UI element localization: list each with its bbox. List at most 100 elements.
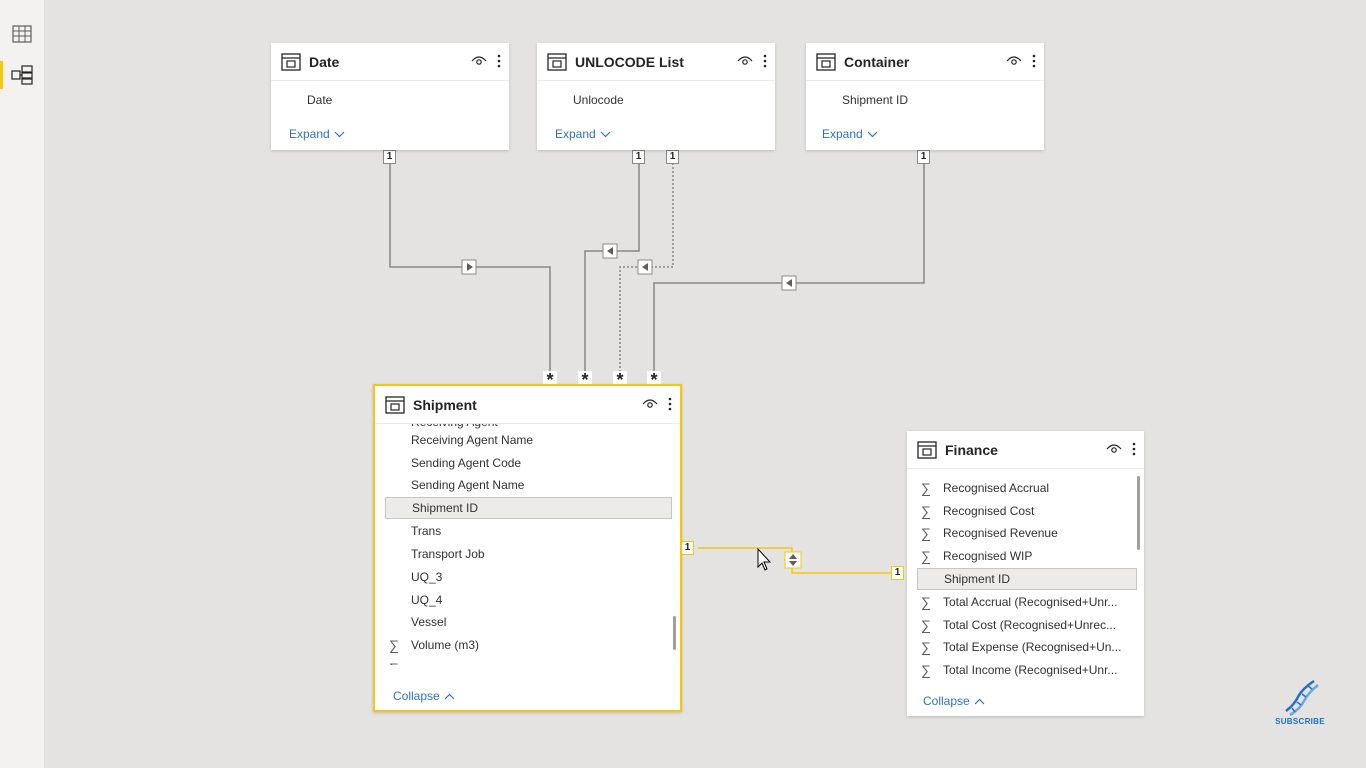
sigma-icon: ∑ [921, 503, 931, 519]
chevron-down-icon [334, 131, 345, 137]
table-header[interactable]: Shipment [375, 386, 680, 424]
table-title: Container [844, 53, 910, 70]
table-icon [385, 395, 405, 414]
field-transport-job[interactable]: Transport Job [411, 547, 485, 561]
field-recognised-wip[interactable]: ∑Recognised WIP [917, 545, 1137, 567]
chevron-down-icon [867, 131, 878, 137]
cardinality-many-4: * [647, 371, 661, 389]
relationship-container-shipment [653, 163, 925, 375]
view-rail [0, 0, 45, 768]
mouse-cursor [757, 547, 772, 571]
field-date[interactable]: Date [307, 93, 333, 107]
field-list[interactable]: Receiving Agent Receiving Agent Name Sen… [375, 424, 680, 680]
cardinality-one-finance: 1 [891, 566, 904, 580]
table-icon [816, 52, 836, 71]
sigma-icon: ∑ [921, 480, 931, 496]
model-view-icon [11, 65, 33, 85]
field-vessel[interactable]: Vessel [411, 615, 447, 629]
field-receiving-agent[interactable]: Receiving Agent [385, 424, 672, 433]
field-shipment-id[interactable]: Shipment ID [917, 568, 1137, 590]
expand-link[interactable]: Expand [289, 127, 345, 141]
field-recognised-cost[interactable]: ∑Recognised Cost [917, 500, 1137, 522]
chevron-down-icon [600, 131, 611, 137]
collapse-link[interactable]: Collapse [923, 694, 985, 708]
model-view-button[interactable] [0, 55, 44, 95]
subscribe-watermark: SUBSCRIBE [1275, 717, 1325, 726]
chevron-up-icon [444, 693, 455, 699]
table-title: Finance [945, 441, 998, 458]
relationship-unlocode-shipment-inactive [619, 163, 674, 375]
more-icon[interactable] [1132, 442, 1136, 456]
table-view-icon [12, 25, 32, 43]
cardinality-one-container: 1 [917, 150, 930, 164]
eye-icon[interactable] [737, 55, 753, 67]
eye-icon[interactable] [642, 398, 658, 410]
field-total-expense[interactable]: ∑Total Expense (Recognised+Un... [917, 636, 1127, 658]
table-card-finance[interactable]: Finance ∑Recognised Accrual ∑Recognised … [907, 431, 1144, 716]
cardinality-many-2: * [578, 371, 592, 389]
dna-icon [1285, 679, 1319, 717]
table-header[interactable]: Finance [907, 431, 1144, 469]
field-total-cost[interactable]: ∑Total Cost (Recognised+Unrec... [917, 614, 1127, 636]
field-receiving-agent-name[interactable]: Receiving Agent Name [411, 433, 534, 447]
chevron-up-icon [974, 698, 985, 704]
collapse-link[interactable]: Collapse [393, 689, 455, 703]
field-shipment-id[interactable]: Shipment ID [842, 93, 909, 107]
table-card-shipment[interactable]: Shipment Receiving Agent Receiving Agent… [373, 384, 682, 712]
field-unlocode[interactable]: Unlocode [573, 93, 624, 107]
field-recognised-revenue[interactable]: ∑Recognised Revenue [917, 522, 1137, 544]
field-volume-m3[interactable]: ∑Volume (m3) [385, 634, 672, 656]
cardinality-one-unlocode: 1 [632, 150, 645, 164]
sigma-icon: ∑ [921, 617, 931, 633]
field-sending-agent-code[interactable]: Sending Agent Code [411, 456, 522, 470]
eye-icon[interactable] [471, 55, 487, 67]
field-sending-agent-name[interactable]: Sending Agent Name [411, 478, 525, 492]
table-card-container[interactable]: Container Shipment ID Expand [806, 43, 1044, 150]
sigma-icon: ∑ [921, 548, 931, 564]
relationship-unlocode-shipment [584, 163, 640, 375]
field-partial: ∑ [385, 657, 672, 665]
sigma-icon: ∑ [389, 637, 399, 653]
more-icon[interactable] [668, 397, 672, 411]
field-trans[interactable]: Trans [411, 524, 442, 538]
eye-icon[interactable] [1106, 443, 1122, 455]
more-icon[interactable] [763, 54, 767, 68]
more-icon[interactable] [497, 54, 501, 68]
field-shipment-id[interactable]: Shipment ID [385, 497, 672, 519]
scrollbar-thumb[interactable] [673, 616, 676, 650]
expand-link[interactable]: Expand [822, 127, 878, 141]
sigma-icon: ∑ [921, 525, 931, 541]
scrollbar-thumb[interactable] [1137, 476, 1140, 550]
table-title: Date [309, 53, 340, 70]
table-card-date[interactable]: Date Date Expand [271, 43, 509, 150]
table-view-button[interactable] [0, 14, 44, 54]
field-recognised-accrual[interactable]: ∑Recognised Accrual [917, 477, 1137, 499]
table-header[interactable]: Date [271, 43, 509, 81]
more-icon[interactable] [1032, 54, 1036, 68]
expand-link[interactable]: Expand [555, 127, 611, 141]
cardinality-many-3: * [613, 371, 627, 389]
sigma-icon: ∑ [921, 639, 931, 655]
table-icon [917, 440, 937, 459]
cardinality-one-unlocode-2: 1 [666, 150, 679, 164]
table-title: UNLOCODE List [575, 53, 684, 70]
field-total-income[interactable]: ∑Total Income (Recognised+Unr... [917, 659, 1127, 681]
table-title: Shipment [413, 396, 477, 413]
sigma-icon: ∑ [921, 662, 931, 678]
cardinality-many-1: * [543, 371, 557, 389]
filter-direction-arrows [461, 243, 802, 569]
table-icon [547, 52, 567, 71]
field-uq-3[interactable]: UQ_3 [411, 570, 443, 584]
field-total-accrual[interactable]: ∑Total Accrual (Recognised+Unr... [917, 591, 1127, 613]
cardinality-one-date: 1 [383, 150, 396, 164]
table-header[interactable]: Container [806, 43, 1044, 81]
sigma-icon: ∑ [389, 657, 399, 665]
sigma-icon: ∑ [921, 594, 931, 610]
eye-icon[interactable] [1006, 55, 1022, 67]
table-icon [281, 52, 301, 71]
field-uq-4[interactable]: UQ_4 [411, 593, 443, 607]
table-card-unlocode-list[interactable]: UNLOCODE List Unlocode Expand [537, 43, 775, 150]
table-header[interactable]: UNLOCODE List [537, 43, 775, 81]
cardinality-one-shipment: 1 [681, 541, 694, 555]
